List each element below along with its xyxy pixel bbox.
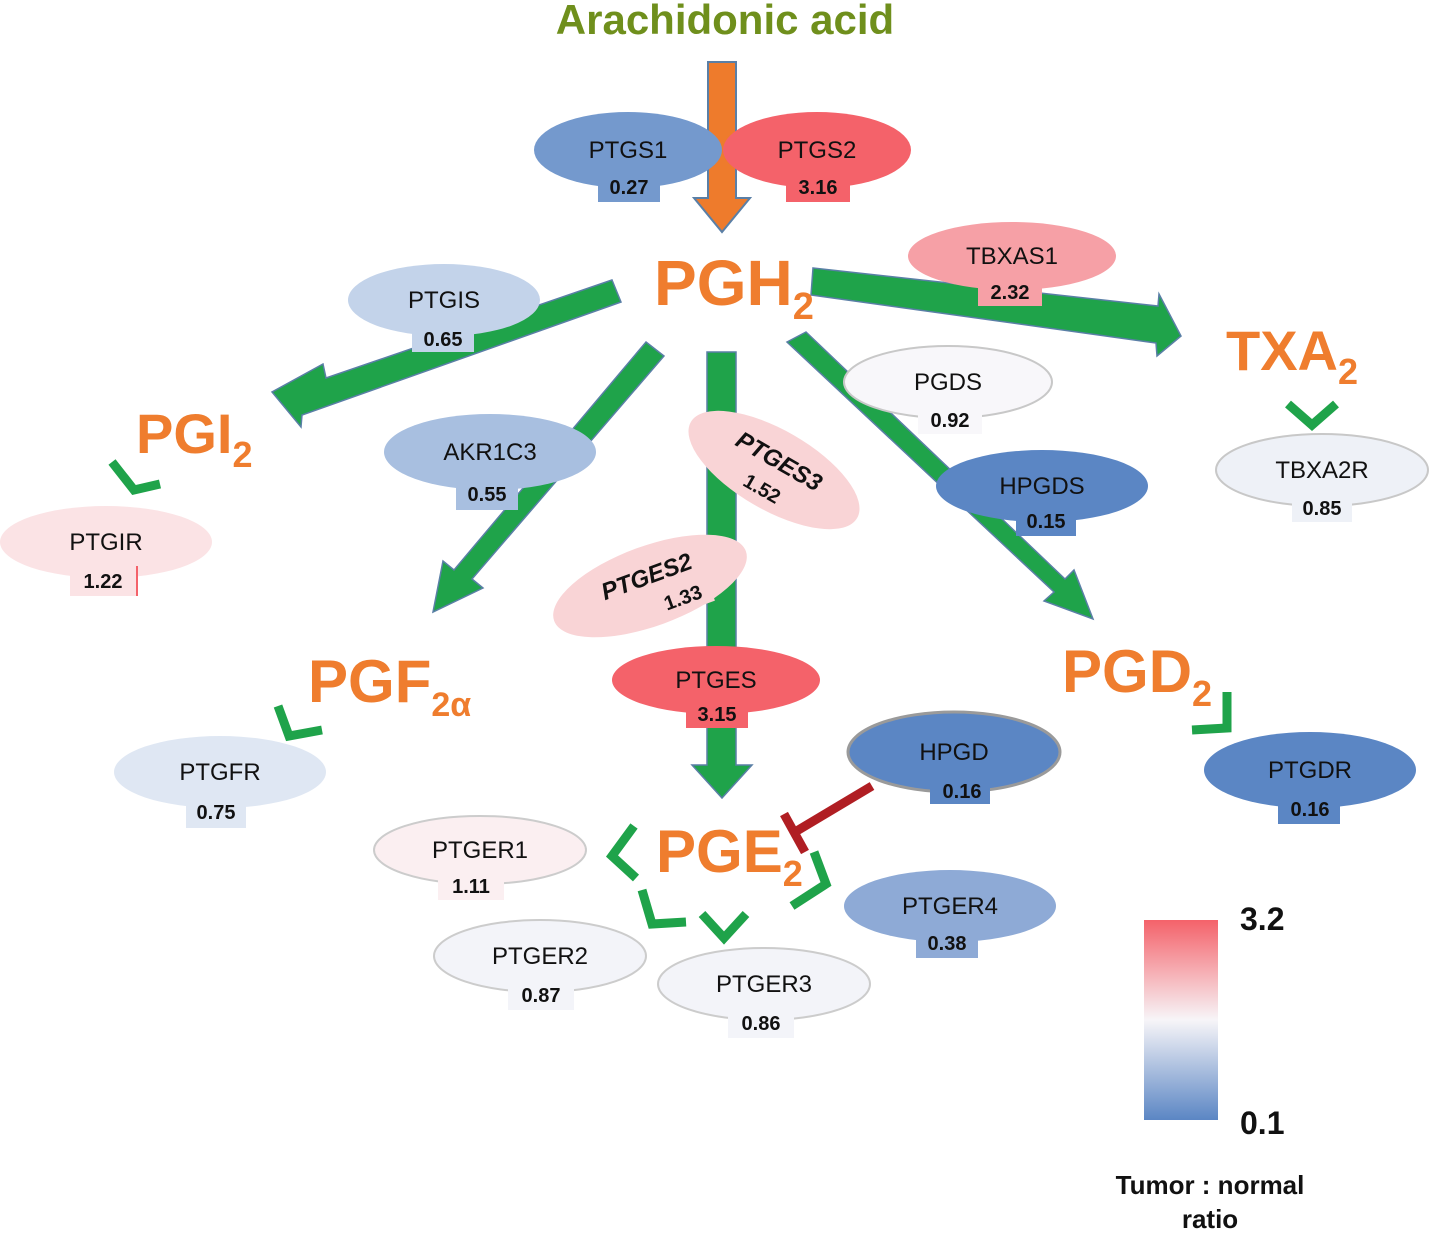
chevron-pgd2-to-ptgdr <box>1191 692 1232 735</box>
svg-text:0.86: 0.86 <box>742 1013 781 1035</box>
svg-text:PTGS1: PTGS1 <box>589 137 668 164</box>
svg-text:PTGFR: PTGFR <box>179 759 260 786</box>
legend-label-line2: ratio <box>1182 1204 1238 1233</box>
enzyme-tbxa2r: TBXA2R 0.85 <box>1215 433 1429 522</box>
enzyme-ptger4: PTGER4 0.38 <box>844 870 1056 958</box>
arrow-pgh2-to-pgi2 <box>270 279 622 429</box>
enzyme-hpgds: HPGDS 0.15 <box>936 450 1148 536</box>
enzyme-ptgis: PTGIS 0.65 <box>348 264 540 352</box>
metabolite-pgf2a: PGF2α <box>308 648 471 724</box>
enzyme-akr1c3: AKR1C3 0.55 <box>384 414 596 510</box>
svg-text:PTGES: PTGES <box>675 667 756 694</box>
svg-text:0.16: 0.16 <box>1291 799 1330 821</box>
svg-text:0.87: 0.87 <box>522 985 561 1007</box>
enzyme-ptgir: PTGIR 1.22 <box>0 506 212 596</box>
svg-text:0.85: 0.85 <box>1303 498 1342 520</box>
legend-min: 0.1 <box>1240 1105 1284 1141</box>
svg-text:PTGER4: PTGER4 <box>902 893 998 920</box>
metabolite-pge2: PGE2 <box>656 818 803 894</box>
svg-text:0.27: 0.27 <box>610 177 649 199</box>
enzyme-hpgd: HPGD 0.16 <box>846 710 1062 804</box>
metabolite-pgh2: PGH2 <box>654 247 814 328</box>
chevron-pge2-to-ptger3 <box>698 910 750 945</box>
svg-text:PTGS2: PTGS2 <box>778 137 857 164</box>
legend-label-line1: Tumor : normal <box>1116 1170 1305 1200</box>
chevron-pge2-to-ptger1 <box>605 823 640 882</box>
svg-text:0.16: 0.16 <box>943 781 982 803</box>
enzyme-ptges: PTGES 3.15 <box>612 646 820 728</box>
enzyme-ptger3: PTGER3 0.86 <box>657 947 871 1038</box>
enzyme-ptger2: PTGER2 0.87 <box>433 919 647 1010</box>
svg-text:0.15: 0.15 <box>1027 511 1066 533</box>
svg-text:HPGDS: HPGDS <box>999 473 1084 500</box>
inhibition-line <box>792 782 875 836</box>
svg-text:TBXAS1: TBXAS1 <box>966 243 1058 270</box>
chevron-pge2-to-ptger2 <box>637 888 687 929</box>
svg-text:PTGIS: PTGIS <box>408 287 480 314</box>
svg-text:0.55: 0.55 <box>468 484 507 506</box>
svg-text:PTGDR: PTGDR <box>1268 757 1352 784</box>
main-arrow-to-pgh2 <box>691 61 753 234</box>
chevron-txa2-to-tbxa2r <box>1285 400 1339 431</box>
svg-text:0.65: 0.65 <box>424 329 463 351</box>
chevron-pge2-to-ptger4 <box>789 850 832 910</box>
legend-max: 3.2 <box>1240 901 1284 937</box>
enzyme-ptges3: PTGES3 1.52 <box>688 410 860 530</box>
enzyme-ptgdr: PTGDR 0.16 <box>1204 732 1416 824</box>
title-arachidonic-acid: Arachidonic acid <box>556 0 894 43</box>
legend-color-bar <box>1144 920 1218 1120</box>
metabolite-pgi2: PGI2 <box>136 402 253 475</box>
enzyme-ptgs2: PTGS2 3.16 <box>723 112 911 202</box>
enzyme-tbxas1: TBXAS1 2.32 <box>908 222 1116 306</box>
svg-text:0.75: 0.75 <box>197 802 236 824</box>
svg-text:PTGIR: PTGIR <box>69 529 142 556</box>
arrow-pgh2-to-txa2 <box>810 267 1182 358</box>
svg-text:PTGER1: PTGER1 <box>432 837 528 864</box>
svg-text:1.22: 1.22 <box>84 571 123 593</box>
inhibition-bar <box>780 811 809 855</box>
svg-text:0.92: 0.92 <box>931 410 970 432</box>
svg-text:1.11: 1.11 <box>452 876 490 898</box>
svg-text:HPGD: HPGD <box>919 739 988 766</box>
legend: 3.2 0.1 Tumor : normal ratio <box>1116 901 1305 1233</box>
metabolite-pgd2: PGD2 <box>1062 638 1212 714</box>
chevron-pgi2-to-ptgir <box>108 459 162 496</box>
svg-text:PTGER3: PTGER3 <box>716 971 812 998</box>
svg-text:2.32: 2.32 <box>991 282 1030 304</box>
enzyme-pgds: PGDS 0.92 <box>843 345 1053 434</box>
svg-text:3.15: 3.15 <box>698 704 737 726</box>
svg-text:PTGER2: PTGER2 <box>492 943 588 970</box>
svg-text:AKR1C3: AKR1C3 <box>443 439 536 466</box>
chevron-pgf2a-to-ptgfr <box>273 704 323 742</box>
enzyme-ptgs1: PTGS1 0.27 <box>534 112 722 202</box>
svg-text:TBXA2R: TBXA2R <box>1275 457 1368 484</box>
svg-text:3.16: 3.16 <box>799 177 838 199</box>
enzyme-ptgfr: PTGFR 0.75 <box>114 736 326 828</box>
svg-text:PGDS: PGDS <box>914 369 982 396</box>
svg-text:0.38: 0.38 <box>928 933 967 955</box>
enzyme-ptger1: PTGER1 1.11 <box>373 815 587 900</box>
metabolite-txa2: TXA2 <box>1226 319 1358 392</box>
